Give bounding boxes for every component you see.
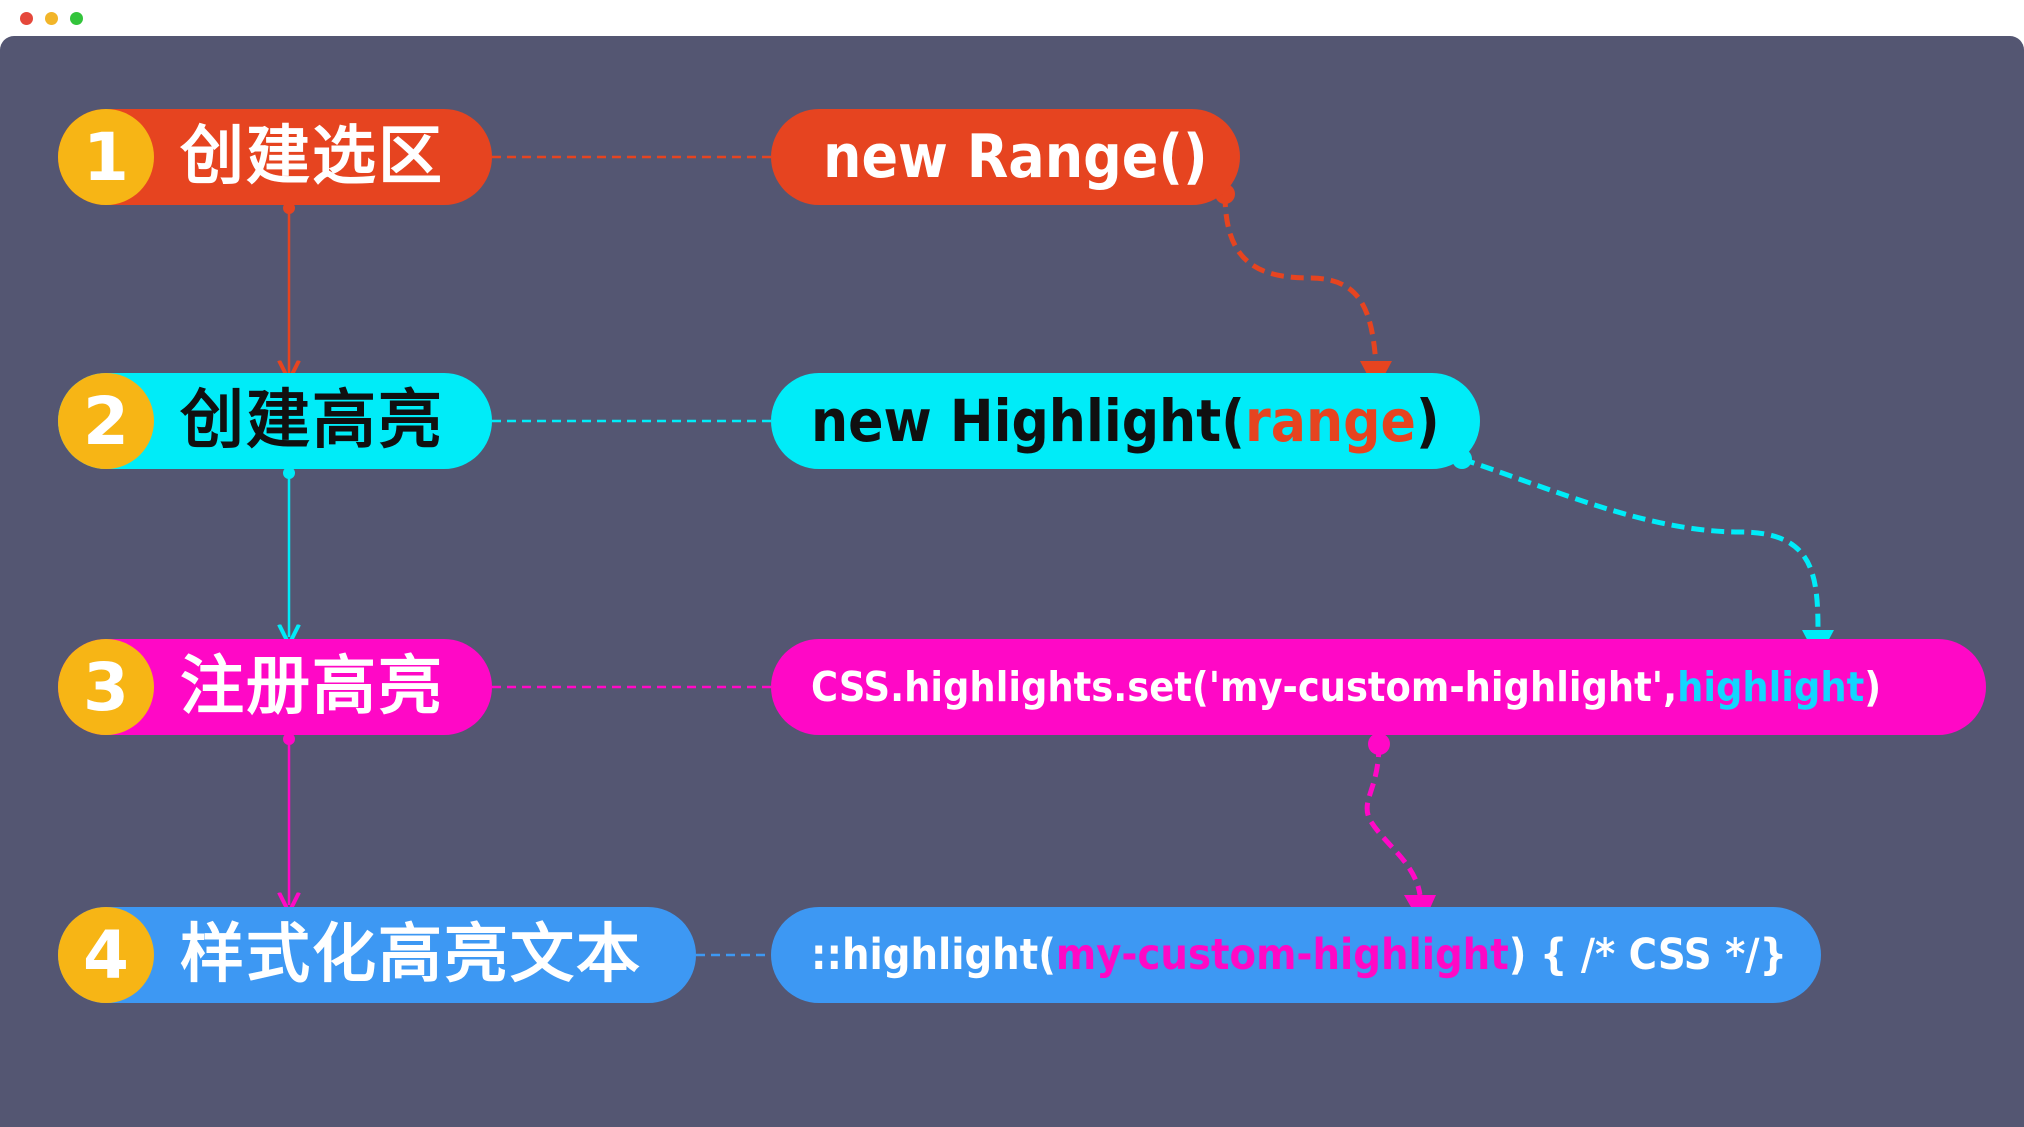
- code-highlight-argument: highlight: [1677, 663, 1865, 711]
- code-highlight-name-argument: my-custom-highlight: [1055, 930, 1509, 980]
- code-register-prefix: CSS.highlights.set('my-custom-highlight'…: [811, 663, 1678, 711]
- code-style-suffix: ) { /* CSS */}: [1508, 930, 1788, 980]
- step-4-number: 4: [58, 907, 154, 1003]
- step-2-number: 2: [58, 373, 154, 469]
- code-new-highlight-suffix: ): [1415, 387, 1440, 455]
- step-4-label: 样式化高亮文本: [180, 918, 642, 992]
- step-1-label: 创建选区: [180, 120, 444, 194]
- code-range-argument: range: [1245, 387, 1416, 455]
- step-3-label: 注册高亮: [180, 650, 444, 724]
- code-new-range-text: new Range(): [823, 122, 1208, 192]
- close-window-button[interactable]: [20, 12, 33, 25]
- maximize-window-button[interactable]: [70, 12, 83, 25]
- code-style-prefix: ::highlight(: [811, 930, 1056, 980]
- step-3-number: 3: [58, 639, 154, 735]
- step-2-label: 创建高亮: [180, 384, 444, 458]
- minimize-window-button[interactable]: [45, 12, 58, 25]
- step-1-number: 1: [58, 109, 154, 205]
- code-register-suffix: ): [1864, 663, 1882, 711]
- step-2: 2 创建高亮: [58, 373, 492, 469]
- step-3: 3 注册高亮: [58, 639, 492, 735]
- step-1: 1 创建选区: [58, 109, 492, 205]
- window-titlebar: [0, 0, 2024, 36]
- code-new-range: new Range(): [771, 109, 1240, 205]
- code-new-highlight: new Highlight(range): [771, 373, 1480, 469]
- code-register-highlight: CSS.highlights.set('my-custom-highlight'…: [771, 639, 1986, 735]
- code-new-highlight-prefix: new Highlight(: [811, 387, 1246, 455]
- step-4: 4 样式化高亮文本: [58, 907, 696, 1003]
- code-style-highlight: ::highlight(my-custom-highlight) { /* CS…: [771, 907, 1821, 1003]
